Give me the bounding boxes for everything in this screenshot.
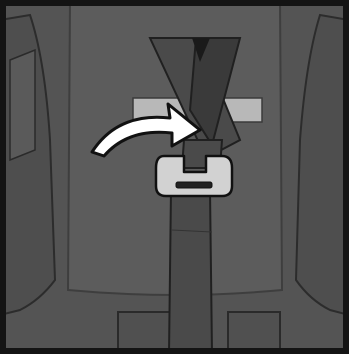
strap-gap-shadow — [192, 38, 210, 62]
right-side-wing — [294, 13, 349, 317]
cushion-pad-right — [227, 311, 281, 354]
cushion-pad-left — [117, 311, 171, 354]
lower-harness-strap — [167, 189, 214, 354]
left-side-panel — [9, 48, 36, 162]
lower-strap-fold — [171, 229, 213, 233]
buckle-clip-icon — [154, 154, 234, 198]
curved-arrow-icon — [90, 102, 202, 158]
